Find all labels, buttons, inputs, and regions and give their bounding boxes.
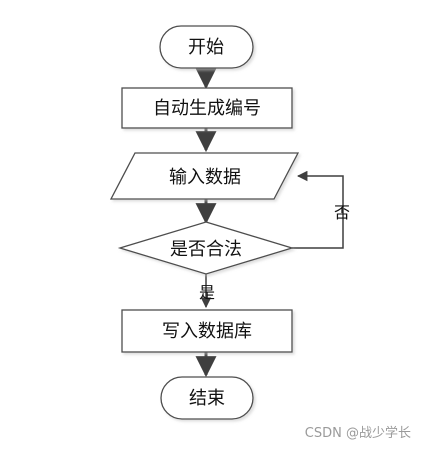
auto-generate-number-label: 自动生成编号: [153, 98, 261, 119]
yes-branch-label: 是: [199, 283, 215, 302]
start-terminal-shape: [159, 25, 254, 69]
process-box-generate: [121, 87, 293, 129]
node-write-database: 写入数据库: [121, 309, 293, 353]
end-label: 结束: [189, 388, 225, 409]
node-input-data: 输入数据: [109, 152, 300, 200]
node-auto-generate-number: 自动生成编号: [121, 87, 293, 129]
io-parallelogram-input: [109, 152, 300, 200]
connectors: [195, 68, 344, 378]
decision-diamond: [117, 221, 295, 275]
end-terminal-shape: [160, 376, 254, 420]
write-database-label: 写入数据库: [162, 321, 252, 342]
arrow-valid-no-to-input: [292, 170, 344, 249]
is-valid-label: 是否合法: [170, 239, 242, 260]
no-branch-label: 否: [334, 203, 350, 222]
node-end: 结束: [160, 376, 254, 420]
node-start: 开始: [159, 25, 254, 69]
input-data-label: 输入数据: [169, 167, 241, 188]
start-label: 开始: [188, 37, 224, 58]
csdn-watermark: CSDN @战少学长: [305, 425, 411, 441]
process-box-write: [121, 309, 293, 353]
node-is-valid: 是否合法: [117, 221, 295, 275]
